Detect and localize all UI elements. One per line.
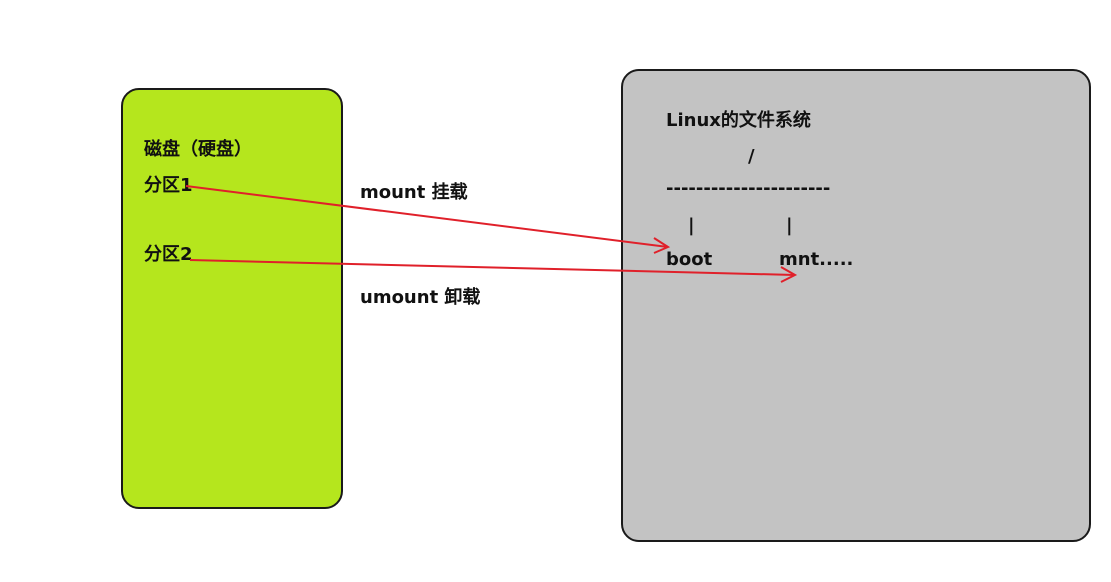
tree-pipe-right: | — [786, 215, 793, 236]
partition-2-label: 分区2 — [144, 244, 193, 265]
disk-title: 磁盘（硬盘） — [144, 139, 252, 160]
tree-pipe-left: | — [688, 215, 695, 236]
umount-command-label: umount 卸载 — [360, 287, 481, 308]
linux-filesystem-box — [621, 69, 1091, 542]
disk-box — [121, 88, 343, 509]
root-directory: / — [748, 146, 755, 167]
partition-1-label: 分区1 — [144, 175, 193, 196]
dir-boot: boot — [666, 249, 713, 270]
filesystem-title: Linux的文件系统 — [666, 110, 811, 131]
tree-branch-line: ---------------------- — [666, 178, 831, 199]
mount-command-label: mount 挂载 — [360, 182, 468, 203]
dir-mnt: mnt..... — [779, 249, 854, 270]
